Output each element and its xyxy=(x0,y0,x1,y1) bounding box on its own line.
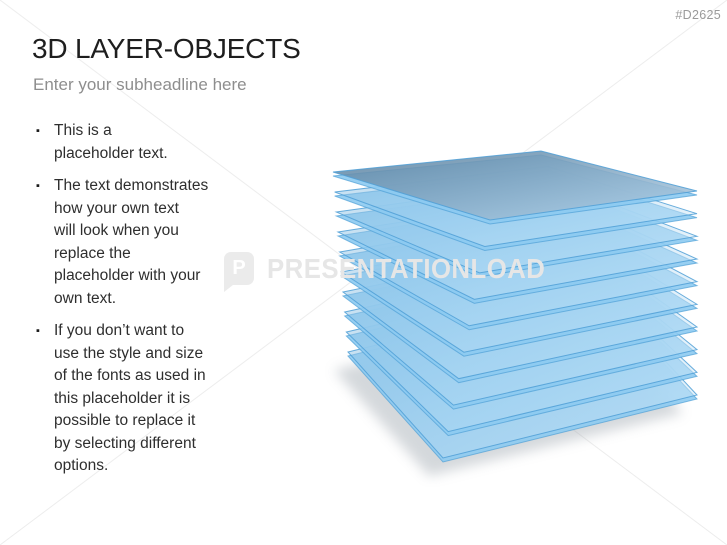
bullet-text: This is a placeholder text. xyxy=(54,122,168,162)
list-item: ▪ This is a placeholder text. xyxy=(36,120,276,165)
list-item: ▪ If you don’t want to use the style and… xyxy=(36,320,276,478)
bullet-text: The text demonstrates how your own text … xyxy=(54,177,209,307)
slide-subheadline: Enter your subheadline here xyxy=(33,75,247,94)
bullet-square-icon: ▪ xyxy=(36,180,40,192)
layer-sheet xyxy=(332,150,698,221)
bullet-list: ▪ This is a placeholder text. ▪ The text… xyxy=(36,120,276,488)
bullet-square-icon: ▪ xyxy=(36,125,40,137)
slide-id-label: #D2625 xyxy=(675,8,721,22)
page-title: 3D LAYER-OBJECTS xyxy=(32,33,301,64)
list-item: ▪ The text demonstrates how your own tex… xyxy=(36,175,276,310)
bullet-text: If you don’t want to use the style and s… xyxy=(54,322,206,474)
bullet-square-icon: ▪ xyxy=(36,325,40,337)
